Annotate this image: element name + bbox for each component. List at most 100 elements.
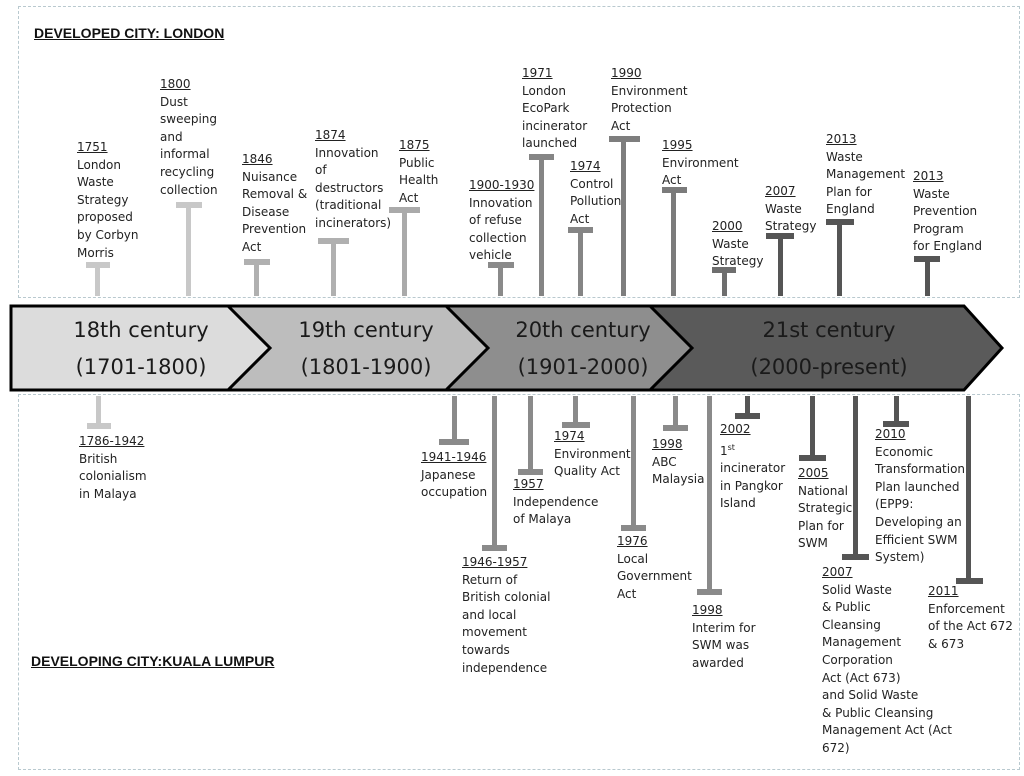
london-marker-cap: [766, 233, 794, 239]
kl-marker-cap: [562, 422, 590, 428]
event-year: 2013: [826, 132, 857, 146]
london-event-1800: 1800 Dust sweeping and informal recyclin…: [160, 76, 218, 199]
event-description: Waste Management Plan for England: [826, 149, 906, 217]
event-year: 1990: [611, 66, 642, 80]
event-year: 1995: [662, 138, 693, 152]
ordinal-number: 1: [720, 443, 728, 458]
kl-marker-stem: [528, 396, 533, 472]
event-year: 1974: [570, 159, 601, 173]
event-year: 1800: [160, 77, 191, 91]
london-marker-stem: [778, 236, 783, 296]
london-marker-cap: [609, 136, 640, 142]
london-marker-cap: [826, 219, 854, 225]
era-segment-18th-century: [9, 304, 273, 392]
kl-marker-stem: [810, 396, 815, 458]
london-marker-stem: [254, 262, 259, 296]
era-range-21st-century: (2000-present): [750, 355, 907, 379]
kuala-lumpur-section-title: DEVELOPING CITY:KUALA LUMPUR: [31, 653, 275, 669]
kl-marker-cap: [842, 554, 869, 560]
event-year: 1875: [399, 138, 430, 152]
event-year: 1941-1946: [421, 450, 487, 464]
event-year: 2000: [712, 219, 743, 233]
kl-event-1998-abc: 1998 ABC Malaysia: [652, 436, 704, 489]
london-marker-stem: [621, 139, 626, 296]
london-section-title: DEVELOPED CITY: LONDON: [34, 25, 225, 41]
event-description: Interim for SWM was awarded: [692, 620, 756, 670]
london-panel: [18, 6, 1020, 298]
event-description: British colonialism in Malaya: [79, 451, 147, 501]
era-range-19th-century: (1801-1900): [301, 355, 432, 379]
kl-marker-stem: [707, 396, 712, 592]
event-year: 1786-1942: [79, 434, 145, 448]
event-description: Nuisance Removal & Disease Prevention Ac…: [242, 169, 308, 254]
kl-marker-cap: [482, 545, 507, 551]
event-description: Waste Prevention Program for England: [913, 186, 983, 254]
event-description: Economic Transformation Plan launched (E…: [875, 444, 966, 565]
london-marker-cap: [529, 154, 554, 160]
event-description: Solid Waste & Public Cleansing Managemen…: [822, 582, 952, 755]
event-description: ABC Malaysia: [652, 454, 705, 487]
london-event-2013-prevention: 2013 Waste Prevention Program for Englan…: [913, 168, 982, 256]
era-label-20th-century: 20th century: [515, 318, 650, 342]
london-marker-stem: [837, 222, 842, 296]
kl-event-2010: 2010 Economic Transformation Plan launch…: [875, 426, 965, 567]
london-event-1900-1930: 1900-1930 Innovation of refuse collectio…: [469, 177, 534, 265]
event-year: 1998: [652, 437, 683, 451]
kl-event-1941-1946: 1941-1946 Japanese occupation: [421, 449, 487, 502]
london-event-2000: 2000 Waste Strategy: [712, 218, 763, 271]
event-description: Control Pollution Act: [570, 176, 622, 226]
kl-event-1998-interim: 1998 Interim for SWM was awarded: [692, 602, 756, 672]
era-label-19th-century: 19th century: [298, 318, 433, 342]
london-marker-stem: [539, 157, 544, 296]
event-year: 2011: [928, 584, 959, 598]
event-year: 2007: [765, 184, 796, 198]
london-marker-cap: [244, 259, 270, 265]
kl-marker-stem: [745, 396, 750, 416]
london-marker-stem: [722, 270, 727, 296]
london-event-1846: 1846 Nuisance Removal & Disease Preventi…: [242, 151, 307, 257]
london-event-2013-plan: 2013 Waste Management Plan for England: [826, 131, 905, 219]
london-event-1875: 1875 Public Health Act: [399, 137, 438, 207]
kl-marker-stem: [673, 396, 678, 428]
era-segment-19th-century: [222, 304, 491, 392]
kl-marker-cap: [663, 425, 688, 431]
kl-marker-cap: [621, 525, 646, 531]
kl-event-1974: 1974 Environment Quality Act: [554, 428, 631, 481]
event-description: Waste Strategy: [765, 201, 817, 234]
event-year: 2007: [822, 565, 853, 579]
london-marker-cap: [662, 187, 687, 193]
event-description: Environment Act: [662, 155, 739, 188]
era-segment-20th-century: [438, 304, 695, 392]
event-year: 1846: [242, 152, 273, 166]
era-range-20th-century: (1901-2000): [518, 355, 649, 379]
event-description: Innovation of destructors (traditional i…: [315, 145, 392, 230]
event-year: 2013: [913, 169, 944, 183]
london-marker-cap: [318, 238, 349, 244]
kl-event-2005: 2005 National Strategic Plan for SWM: [798, 465, 852, 553]
kuala-lumpur-panel: [18, 394, 1020, 770]
event-description: Local Government Act: [617, 551, 692, 601]
event-description: incinerator in Pangkor Island: [720, 461, 786, 511]
event-description: Innovation of refuse collection vehicle: [469, 195, 533, 263]
kl-marker-cap: [518, 469, 543, 475]
kl-marker-cap: [956, 578, 983, 584]
event-description: Return of British colonial and local mov…: [462, 572, 551, 675]
kl-marker-stem: [631, 396, 636, 528]
event-year: 1971: [522, 66, 553, 80]
london-marker-cap: [712, 267, 736, 273]
kl-marker-stem: [853, 396, 858, 557]
event-year: 1946-1957: [462, 555, 528, 569]
kl-marker-cap: [883, 421, 909, 427]
event-description: London Waste Strategy proposed by Corbyn…: [77, 157, 139, 260]
london-marker-cap: [914, 256, 940, 262]
london-event-1971: 1971 London EcoPark incinerator launched: [522, 65, 587, 153]
london-marker-stem: [671, 190, 676, 296]
era-range-18th-century: (1701-1800): [76, 355, 207, 379]
event-year: 1957: [513, 477, 544, 491]
london-event-1974: 1974 Control Pollution Act: [570, 158, 621, 228]
event-year: 2005: [798, 466, 829, 480]
event-description: Enforcement of the Act 672 & 673: [928, 601, 1013, 651]
kl-event-2011: 2011 Enforcement of the Act 672 & 673: [928, 583, 1013, 653]
kl-event-1786-1942: 1786-1942 British colonialism in Malaya: [79, 433, 147, 503]
event-year: 1874: [315, 128, 346, 142]
